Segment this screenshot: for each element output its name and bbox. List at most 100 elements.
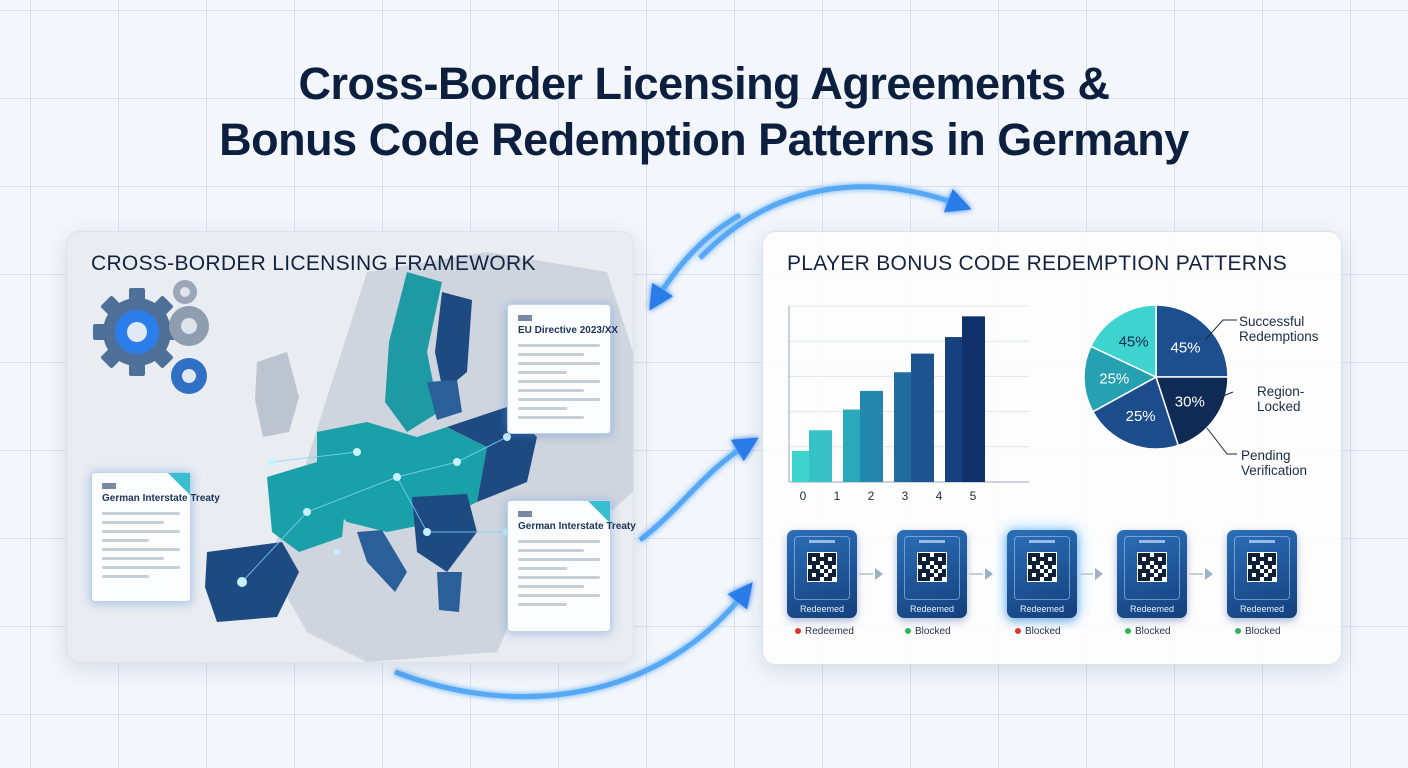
bonus-code-status-label: Blocked [1135, 626, 1171, 637]
qr-module [1028, 561, 1032, 565]
qr-module [816, 557, 820, 561]
qr-module [1248, 577, 1252, 581]
pie-legend-leaders [1204, 319, 1237, 455]
page-title: Cross-Border Licensing Agreements & Bonu… [0, 56, 1408, 168]
bar-chart-tick-label: 1 [834, 489, 841, 503]
qr-module [1044, 561, 1048, 565]
qr-module [1252, 561, 1256, 565]
bar-chart-tick-label: 5 [970, 489, 977, 503]
qr-module [1142, 553, 1146, 557]
document-card-eu-directive[interactable]: EU Directive 2023/XX [507, 304, 618, 434]
qr-module [828, 565, 832, 569]
qr-module [1162, 557, 1166, 561]
licensing-panel-heading: CROSS-BORDER LICENSING FRAMEWORK [91, 252, 536, 275]
bonus-code-card[interactable]: Redeemed [1227, 530, 1297, 618]
qr-module [812, 577, 816, 581]
title-line-2: Bonus Code Redemption Patterns in German… [219, 114, 1189, 165]
qr-module [934, 569, 938, 573]
qr-module [926, 573, 930, 577]
qr-module [820, 557, 824, 561]
qr-module [1256, 557, 1260, 561]
qr-module [1044, 557, 1048, 561]
bonus-code-card[interactable]: Redeemed [1117, 530, 1187, 618]
qr-module [1162, 561, 1166, 565]
qr-module [832, 553, 836, 557]
bonus-code-card[interactable]: Redeemed [1007, 530, 1077, 618]
qr-module [934, 557, 938, 561]
bonus-code-status-label: Blocked [1245, 626, 1281, 637]
qr-module [1252, 553, 1256, 557]
qr-module [1146, 577, 1150, 581]
qr-module [808, 557, 812, 561]
qr-module [1044, 553, 1048, 557]
qr-code-icon [1027, 552, 1057, 582]
qr-module [816, 577, 820, 581]
document-card-treaty-left[interactable]: German Interstate Treaty [91, 472, 220, 602]
qr-module [1036, 553, 1040, 557]
qr-module [1036, 569, 1040, 573]
qr-module [1248, 561, 1252, 565]
bonus-code-status: Blocked [1125, 626, 1171, 637]
bonus-code-frame [1014, 536, 1070, 600]
qr-module [1272, 557, 1276, 561]
pie-slice-0 [1155, 304, 1229, 378]
bar-chart-tick-label: 0 [800, 489, 807, 503]
flow-connector [1079, 573, 1093, 575]
qr-code-icon [807, 552, 837, 582]
qr-module [828, 573, 832, 577]
qr-module [930, 565, 934, 569]
document-corner [588, 501, 610, 523]
qr-module [1048, 553, 1052, 557]
pie-slice-label: 30% [1175, 394, 1205, 411]
qr-module [828, 577, 832, 581]
qr-module [1158, 561, 1162, 565]
document-card-treaty-right[interactable]: German Interstate Treaty [507, 500, 636, 632]
qr-module [1032, 561, 1036, 565]
document-title: German Interstate Treaty [518, 521, 636, 532]
qr-module [1264, 557, 1268, 561]
qr-module [1150, 557, 1154, 561]
bonus-code-status: Blocked [1235, 626, 1281, 637]
qr-module [1162, 553, 1166, 557]
qr-module [1040, 565, 1044, 569]
qr-module [922, 577, 926, 581]
qr-module [1138, 553, 1142, 557]
qr-module [1052, 569, 1056, 573]
qr-module [1256, 569, 1260, 573]
qr-module [938, 573, 942, 577]
qr-module [812, 553, 816, 557]
bonus-code-caption: Redeemed [799, 604, 845, 614]
bonus-code-frame [794, 536, 850, 600]
qr-module [934, 561, 938, 565]
qr-module [832, 557, 836, 561]
bonus-code-caption: Redeemed [1019, 604, 1065, 614]
qr-module [812, 569, 816, 573]
qr-module [1158, 565, 1162, 569]
qr-module [938, 577, 942, 581]
qr-module [1248, 573, 1252, 577]
qr-module [1154, 561, 1158, 565]
qr-module [942, 557, 946, 561]
bonus-code-card[interactable]: Redeemed [787, 530, 857, 618]
qr-module [824, 561, 828, 565]
qr-module [1048, 573, 1052, 577]
bonus-code-strip [1029, 540, 1055, 543]
bonus-code-frame [1124, 536, 1180, 600]
pie-slice-4 [1089, 304, 1157, 379]
qr-module [1142, 561, 1146, 565]
qr-module [1048, 577, 1052, 581]
status-dot-icon [795, 628, 801, 635]
bonus-code-card[interactable]: Redeemed [897, 530, 967, 618]
qr-module [1264, 561, 1268, 565]
qr-module [1146, 557, 1150, 561]
document-badge [518, 511, 532, 517]
qr-module [816, 561, 820, 565]
document-corner [168, 473, 190, 495]
qr-module [930, 557, 934, 561]
document-badge [102, 483, 116, 489]
qr-module [1138, 573, 1142, 577]
map-balkans [412, 494, 477, 572]
qr-module [1028, 569, 1032, 573]
qr-module [1036, 557, 1040, 561]
